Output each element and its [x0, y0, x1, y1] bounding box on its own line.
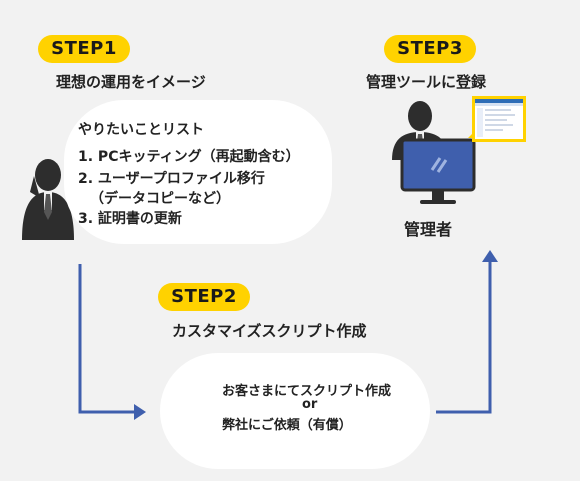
step2-title: カスタマイズスクリプト作成 — [172, 322, 367, 340]
step1-badge: STEP1 — [38, 35, 130, 63]
step2-badge: STEP2 — [158, 283, 250, 311]
todo-item-1: 1. PCキッティング（再起動含む） — [78, 149, 300, 165]
script-options-bubble — [160, 353, 430, 469]
option-or: or — [302, 397, 318, 412]
step1-title: 理想の運用をイメージ — [56, 73, 206, 91]
todo-list-heading: やりたいことリスト — [78, 122, 204, 138]
todo-item-2-note: （データコピーなど） — [90, 191, 230, 207]
option-self-create: お客さまにてスクリプト作成 — [222, 384, 392, 399]
arrow-step1-to-step2 — [78, 264, 146, 420]
arrow-step2-to-step3 — [436, 250, 498, 414]
step3-title: 管理ツールに登録 — [366, 73, 487, 91]
monitor-icon — [400, 138, 476, 204]
option-request-vendor: 弊社にご依頼（有償） — [222, 418, 352, 433]
software-window-icon — [472, 96, 526, 142]
todo-list-bubble: やりたいことリスト 1. PCキッティング（再起動含む） 2. ユーザープロファ… — [64, 100, 332, 244]
todo-item-2: 2. ユーザープロファイル移行 — [78, 171, 265, 187]
businessman-on-phone-icon — [22, 159, 74, 240]
todo-item-3: 3. 証明書の更新 — [78, 211, 182, 227]
administrator-caption: 管理者 — [404, 220, 453, 239]
step3-badge: STEP3 — [384, 35, 476, 63]
